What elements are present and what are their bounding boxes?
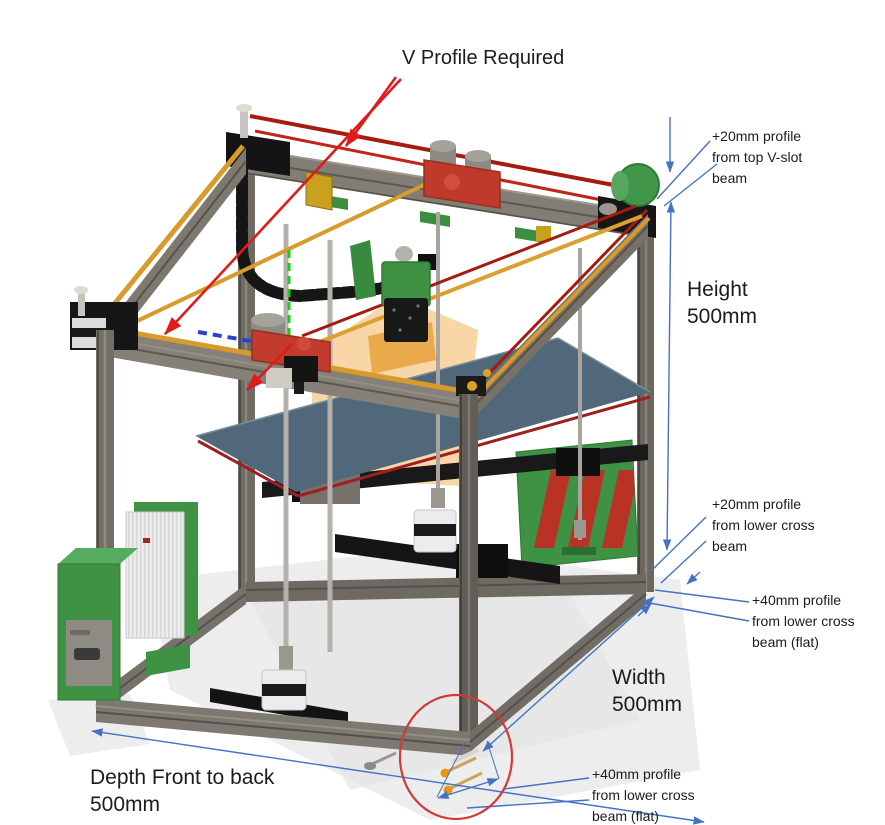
dim-gap-arrow-1 [686,571,701,585]
hazard-label-strip2 [562,547,596,555]
dimension-lines [91,117,750,825]
red-callouts [164,76,514,821]
front-right-post [459,394,478,742]
print-bed [196,338,650,492]
extruder-gearbox [384,298,428,342]
dim-bottom40-line [437,778,499,799]
depth-label: Depth Front to back 500mm [90,766,275,816]
leader-top-offset-2 [663,163,718,207]
dim-height-line [662,201,676,551]
width-label: Width 500mm [612,666,683,716]
extruder-assembly [350,240,431,342]
bed-assembly [195,337,651,504]
lower-40-side-offset-label: +40mm profile from lower cross beam (fla… [752,592,855,650]
leader-top-offset-1 [656,140,711,200]
bed-heater-rim [197,439,299,498]
leadscrew-coupler [431,488,445,508]
v-profile-text: V Profile Required [402,47,565,69]
v-profile-label: V Profile Required [402,46,564,70]
v-profile-arrow-2 [164,78,402,335]
highlight-circle [398,693,514,821]
blue-dashed-mark [197,330,269,346]
hotend-arrow [246,343,293,391]
leader-lower20-2 [660,540,707,584]
ext-line-1 [486,740,500,780]
green-electronics-box [57,548,138,701]
rear-xy-carriage [423,140,501,209]
rear-right-corner-bracket [598,163,660,238]
front-xy-carriage [251,313,331,394]
psu-led [143,538,150,543]
belt-red-right [469,208,649,394]
corexy-belts [117,181,643,346]
lower-20-offset-label: +20mm profile from lower cross beam [712,496,815,554]
leader-bottom40-2 [466,799,590,809]
hazard-panel [515,439,639,569]
hazard-stripes [534,470,638,548]
dim-width-line [482,596,655,752]
height-label: Height 500mm [687,278,758,328]
green-foot [146,644,190,676]
front-z-motor [210,669,348,726]
leader-right40-2 [643,601,750,622]
ext-line-2 [436,741,466,798]
power-supply [125,502,198,639]
belt-orange-left [96,144,245,326]
leader-right40-1 [654,589,750,603]
leadscrew-coupler [279,646,293,670]
front-right-corner [456,369,491,396]
top-offset-label: +20mm profile from top V-slot beam [712,128,803,186]
nozzle [294,382,304,394]
leader-bottom40-1 [503,777,590,790]
top-right-beam [469,208,651,422]
leader-lower20-1 [650,516,707,572]
rear-right-post [637,212,654,592]
lower-40-bottom-offset-label: +40mm profile from lower cross beam (fla… [592,766,695,824]
dim-depth-line [91,728,705,825]
leadscrew-coupler [574,520,586,538]
corner-rod [240,108,248,138]
yellow-brackets [305,171,551,241]
belt-orange-right [471,216,651,402]
